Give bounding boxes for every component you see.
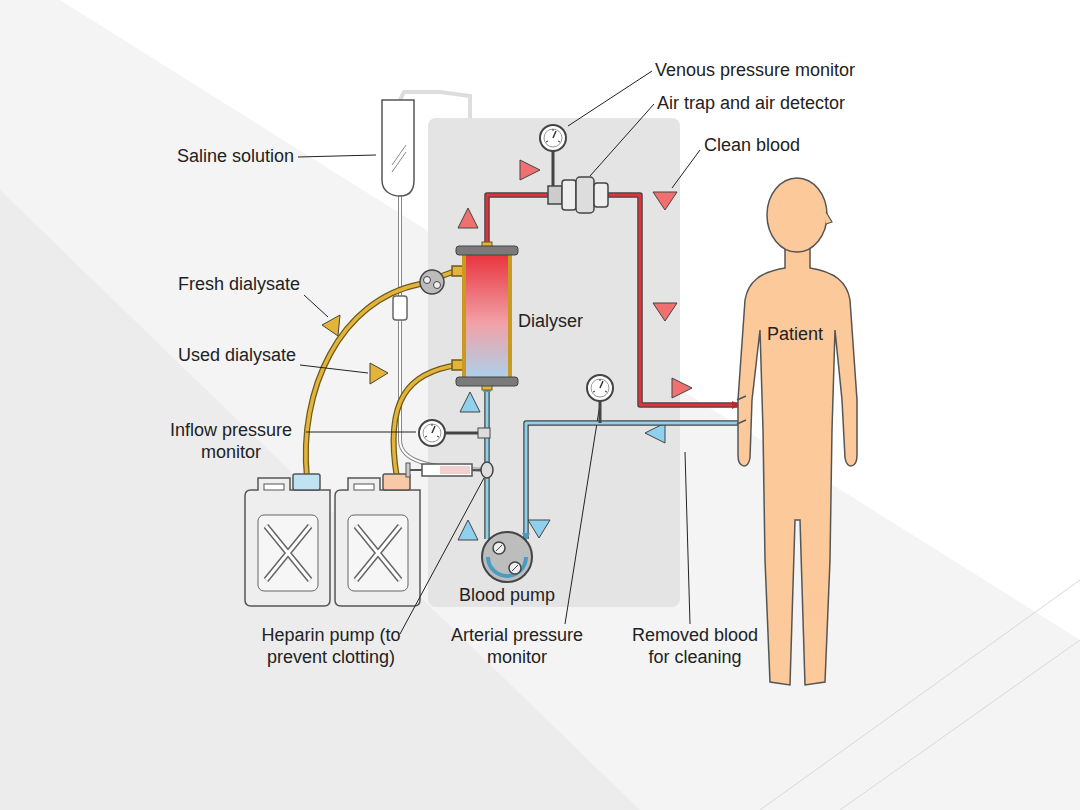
used-dialysate-tube [394,365,458,478]
dialysate-pump [420,270,444,294]
node-label: Dialyser [518,310,583,332]
diagram-node: Blood pump [480,530,534,584]
part-label: Fresh dialysate [130,273,300,295]
part-label: Venous pressure monitor [655,59,915,81]
blood-pump-shape [480,530,534,584]
saline-bag [382,100,414,196]
part-label: Air trap and air detector [657,92,907,114]
tube-outline [526,423,738,539]
fresh-dialysate-tube [306,270,458,478]
venous-gauge [540,125,566,151]
part-label: Inflow pressure monitor [158,419,304,463]
heparin-syringe [406,462,493,478]
diagram-node: Dialyser [456,246,518,386]
dialyser-shape [456,246,518,386]
arterial-gauge [587,375,613,401]
node-label: Patient [733,323,857,345]
part-label: Clean blood [704,134,854,156]
gauge-stem [552,150,555,190]
diagram-node: Patient [733,178,863,690]
flow-arrows [322,160,692,540]
air-trap [548,177,608,213]
blood-line-return [487,195,738,405]
node-label: Blood pump [437,584,577,606]
dialysate-canister [245,474,330,606]
drip-chamber [393,296,407,320]
inflow-gauge [419,420,445,446]
roller [424,277,431,284]
dialysate-canister [335,474,420,606]
part-label: Removed blood for cleaning [622,624,768,668]
part-label: Arterial pressure monitor [440,624,594,668]
gauge-port [478,428,490,438]
tube-outline [487,195,738,405]
fresh-dialysate-tube [306,270,458,478]
part-label: Saline solution [130,145,294,167]
tube-fill [526,423,738,539]
roller [434,282,441,289]
patient-silhouette [733,178,863,690]
bag-mark [392,152,406,172]
part-label: Heparin pump (to prevent clotting) [238,624,424,668]
deco-line [840,640,1080,810]
blood-line-out [526,423,738,539]
used-dialysate-tube [394,365,458,478]
tube-fill [487,195,738,405]
part-label: Used dialysate [130,344,296,366]
gauge-stem [599,400,602,423]
